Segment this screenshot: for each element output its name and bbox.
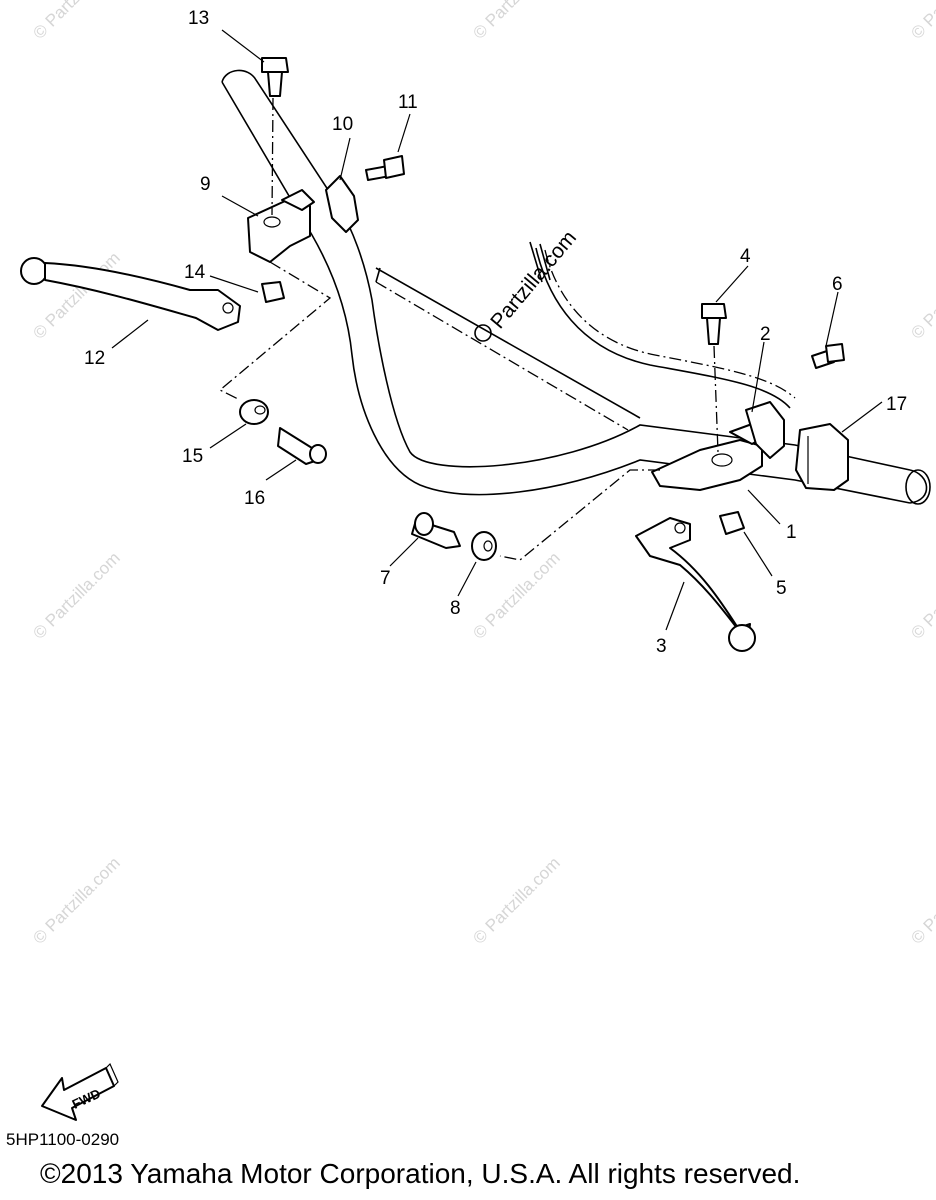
callout-5: 5: [776, 578, 787, 599]
fwd-arrow-icon: FWD: [41, 1062, 119, 1121]
watermark: © Partzilla.com: [469, 548, 563, 642]
watermark: © Partzilla.com: [469, 0, 563, 43]
watermark: © Partzilla.com: [29, 0, 123, 43]
nut-5: [719, 511, 745, 535]
callout-8: 8: [450, 598, 461, 619]
watermark: © Partzilla.com: [907, 0, 936, 43]
watermark: © Partzilla.com: [907, 248, 936, 342]
left-lever-holder: [247, 189, 315, 263]
left-clamp: [325, 175, 359, 233]
callout-3: 3: [656, 636, 667, 657]
callout-9: 9: [200, 174, 211, 195]
watermark: © Partzilla.com: [907, 548, 936, 642]
watermark: © Partzilla.com: [29, 853, 123, 947]
callout-10: 10: [332, 114, 353, 135]
handlebar: [221, 69, 931, 505]
watermark: © Partzilla.com: [907, 853, 936, 947]
drawing-code: 5HP1100-0290: [6, 1130, 120, 1149]
callout-15: 15: [182, 446, 203, 467]
leader-lines: [111, 29, 883, 631]
copyright-notice: ©2013 Yamaha Motor Corporation, U.S.A. A…: [40, 1158, 801, 1189]
adjuster-bolt-16: [277, 427, 327, 465]
callouts: 1 2 3 4 5 6 7 8 9 10 11 12 13 14 15 16 1…: [84, 8, 907, 657]
callout-17: 17: [886, 394, 907, 415]
callout-13: 13: [188, 8, 209, 29]
right-lever: [635, 517, 756, 652]
watermark: © Partzilla.com: [469, 853, 563, 947]
watermark-main: Partzilla.com: [486, 226, 581, 333]
nut-14: [261, 281, 285, 303]
bolt-4: [701, 303, 727, 345]
bolt-6: [811, 343, 845, 369]
watermark: © Partzilla.com: [29, 548, 123, 642]
callout-16: 16: [244, 488, 265, 509]
callout-12: 12: [84, 348, 105, 369]
adjuster-nut-15: [239, 399, 269, 425]
callout-14: 14: [184, 262, 206, 283]
callout-7: 7: [380, 568, 391, 589]
left-lever: [20, 257, 241, 331]
grip-housing-17: [795, 423, 849, 491]
bolt-13: [261, 57, 289, 97]
callout-11: 11: [398, 92, 418, 113]
adjuster-bolt-7: [411, 512, 461, 549]
throttle-cable: [529, 241, 796, 409]
callout-1: 1: [786, 522, 797, 543]
callout-6: 6: [832, 274, 843, 295]
adjuster-nut-8: [471, 531, 497, 561]
right-clamp: [745, 401, 785, 459]
bolt-11: [365, 155, 405, 181]
callout-2: 2: [760, 324, 771, 345]
callout-4: 4: [740, 246, 751, 267]
